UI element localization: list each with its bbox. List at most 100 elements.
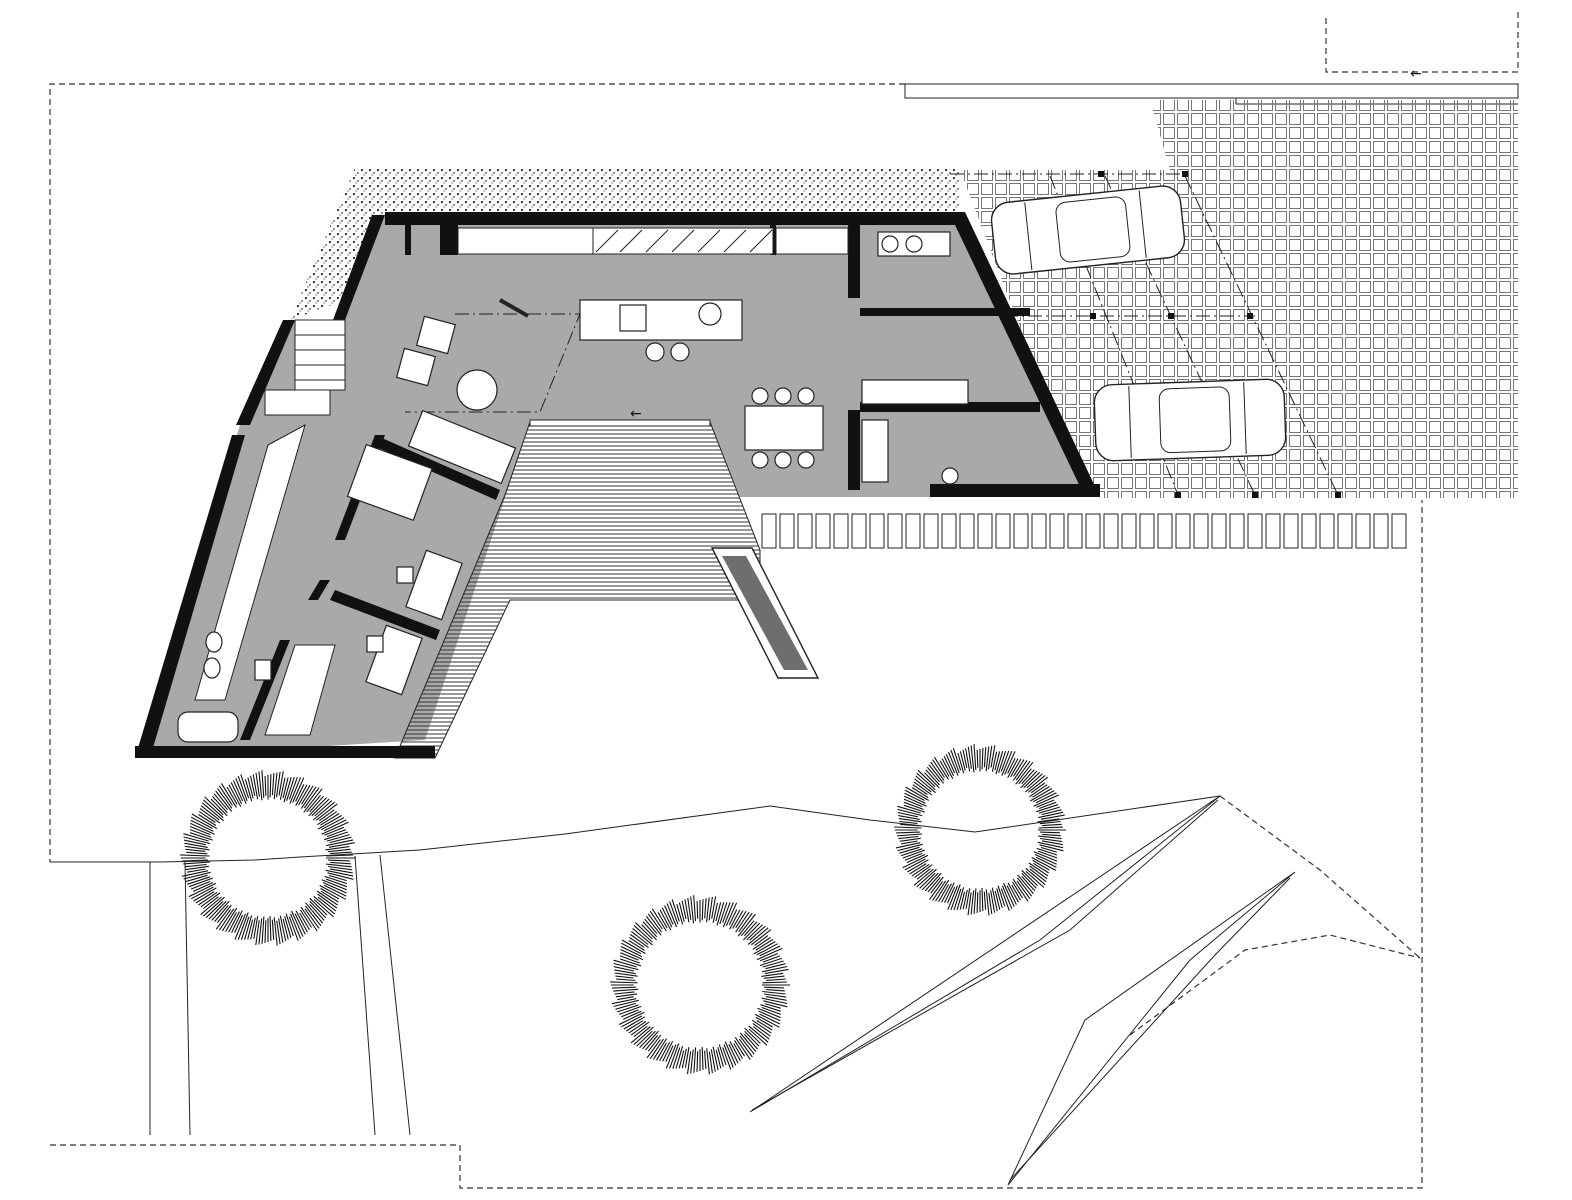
tree-hatch xyxy=(725,902,738,927)
tree-hatch xyxy=(318,809,335,822)
tree-hatch xyxy=(322,881,347,894)
parking-marker xyxy=(1301,513,1317,549)
tree-hatch xyxy=(217,904,232,923)
tree-hatch xyxy=(716,902,725,926)
tree-hatch xyxy=(665,1045,674,1062)
tree-hatch xyxy=(913,868,934,886)
tree-hatch xyxy=(965,888,971,909)
tree-hatch xyxy=(326,834,350,842)
tree-hatch xyxy=(1039,844,1064,852)
tree-hatch xyxy=(897,811,919,818)
tree-hatch xyxy=(696,1051,699,1072)
landscape-paths xyxy=(749,795,1421,1186)
tree-hatch xyxy=(976,749,979,768)
tree-hatch xyxy=(1029,788,1053,802)
tree-hatch xyxy=(317,896,337,912)
tree-hatch xyxy=(687,897,692,920)
tree-hatch xyxy=(1007,758,1019,779)
tree-hatch xyxy=(1038,835,1062,840)
tree-hatch xyxy=(313,898,334,918)
bedroom-1 xyxy=(346,443,463,621)
tree-hatch xyxy=(1039,820,1061,825)
tree-hatch xyxy=(895,842,921,849)
tree-hatch xyxy=(1025,870,1045,888)
tree-hatch xyxy=(1011,884,1021,901)
tree-hatch xyxy=(205,900,224,919)
tree-hatch xyxy=(722,902,734,928)
tree-hatch xyxy=(184,842,208,848)
tree-2 xyxy=(894,744,1066,916)
tree-hatch xyxy=(973,744,977,771)
tree-hatch xyxy=(1021,875,1036,892)
tree-hatch xyxy=(956,887,965,910)
tree-hatch xyxy=(1016,880,1031,900)
tree-hatch xyxy=(273,772,278,800)
tree-hatch xyxy=(662,1040,674,1062)
tree-hatch xyxy=(967,892,972,916)
tree-hatch xyxy=(927,877,941,893)
tree-hatch xyxy=(625,1020,644,1032)
tree-hatch xyxy=(967,746,972,769)
tree-hatch xyxy=(671,899,680,922)
tree-hatch xyxy=(672,1047,681,1069)
parking-marker xyxy=(1211,513,1227,549)
tree-hatch xyxy=(953,888,962,911)
tree-hatch xyxy=(911,787,929,798)
tree-hatch xyxy=(1010,758,1022,778)
bedroom-2 xyxy=(264,624,423,736)
tree-hatch xyxy=(952,748,962,771)
tree-hatch xyxy=(762,955,781,963)
tree-hatch xyxy=(746,924,763,941)
tree-hatch xyxy=(1027,776,1049,793)
tree-hatch xyxy=(939,760,950,777)
tree-hatch xyxy=(304,905,322,927)
tree-hatch xyxy=(615,1002,636,1010)
tree-hatch xyxy=(1000,750,1010,772)
tree-hatch xyxy=(636,1030,653,1047)
tree-hatch xyxy=(273,917,278,946)
tree-hatch xyxy=(642,921,658,938)
tree-hatch xyxy=(758,1010,781,1022)
tree-hatch xyxy=(690,1049,694,1074)
bar-stools xyxy=(645,342,690,362)
tree-hatch xyxy=(325,869,354,877)
tree-hatch xyxy=(899,837,921,842)
tree-hatch xyxy=(744,1027,761,1044)
parking-marker xyxy=(1391,513,1407,549)
tree-hatch xyxy=(244,915,253,940)
tree-hatch xyxy=(959,891,966,910)
tree-hatch xyxy=(761,972,784,977)
tree-hatch xyxy=(711,896,717,919)
tree-hatch xyxy=(898,818,922,823)
tree-hatch xyxy=(1035,792,1057,804)
tree-hatch xyxy=(631,930,649,945)
tree-hatch xyxy=(669,1043,680,1069)
tree-hatch xyxy=(275,771,281,798)
tree-hatch xyxy=(642,1030,659,1050)
tree-hatch xyxy=(190,816,213,829)
tree-hatch xyxy=(763,975,785,979)
tree-hatch xyxy=(231,910,243,933)
tree-hatch xyxy=(732,910,744,929)
tree-hatch xyxy=(669,901,679,925)
parking-marker xyxy=(995,513,1011,549)
tree-hatch xyxy=(744,1030,760,1047)
tree-hatch xyxy=(991,887,998,912)
tree-hatch xyxy=(616,978,636,982)
entry-arrow: ← xyxy=(1410,66,1422,82)
tree-hatch xyxy=(1040,814,1065,820)
tree-hatch xyxy=(737,913,756,937)
parking-marker xyxy=(905,513,921,549)
tree-hatch xyxy=(614,972,638,977)
tree-hatch xyxy=(1041,840,1063,846)
tree-hatch xyxy=(326,829,347,838)
tree-hatch xyxy=(719,902,728,925)
tree-hatch xyxy=(981,747,984,770)
tree-hatch xyxy=(324,875,348,885)
car-2 xyxy=(1093,378,1287,462)
tree-hatch xyxy=(706,897,710,923)
tree-hatch xyxy=(190,886,214,900)
tree-hatch xyxy=(619,958,642,967)
tree-hatch xyxy=(1012,760,1028,781)
